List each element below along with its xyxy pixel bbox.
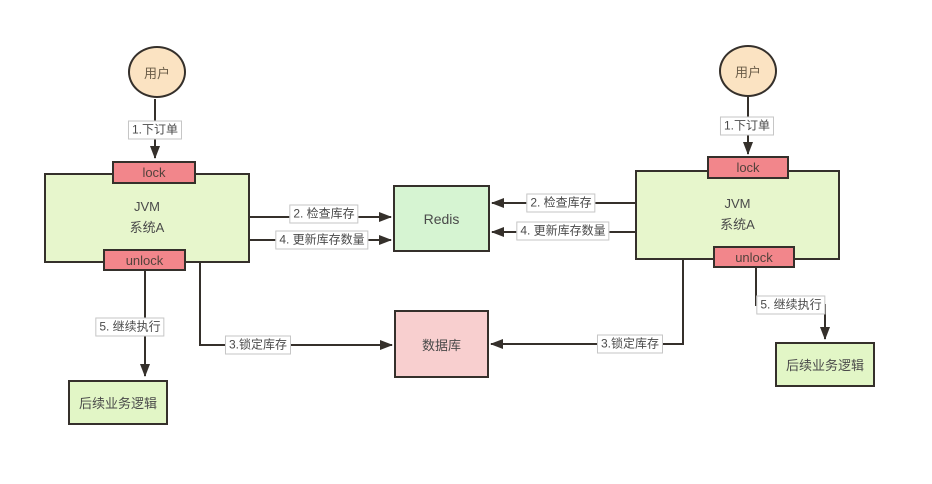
user-node-right: 用户: [719, 45, 777, 97]
edge-label-continue-right: 5. 继续执行: [756, 295, 826, 315]
jvm-title-left: JVM: [134, 199, 160, 215]
redis-node: Redis: [393, 185, 490, 252]
logic-node-left: 后续业务逻辑: [68, 380, 168, 425]
edge-lock-stock-right: [490, 260, 684, 349]
database-node: 数据库: [394, 310, 489, 378]
logic-node-right: 后续业务逻辑: [775, 342, 875, 387]
edge-label-lock-stock-right: 3.锁定库存: [596, 334, 664, 354]
unlock-tag-right: unlock: [713, 246, 795, 268]
edge-label-continue-left: 5. 继续执行: [95, 317, 165, 337]
lock-tag-left: lock: [112, 161, 196, 184]
edge-label-lock-stock-left: 3.锁定库存: [224, 335, 292, 355]
jvm-subtitle-right: 系统A: [720, 217, 755, 232]
edge-label-update-right: 4. 更新库存数量: [516, 221, 610, 241]
edge-label-check-left: 2. 检查库存: [289, 204, 359, 224]
lock-tag-right: lock: [707, 156, 789, 179]
unlock-tag-left: unlock: [103, 249, 186, 271]
jvm-title-right: JVM: [724, 196, 751, 212]
edge-label-order-right: 1.下订单: [719, 116, 775, 136]
edge-label-update-left: 4. 更新库存数量: [275, 230, 369, 250]
edge-label-check-right: 2. 检查库存: [526, 193, 596, 213]
edge-lock-stock-left: [199, 263, 393, 350]
edge-label-order-left: 1.下订单: [127, 120, 183, 140]
user-node-left: 用户: [128, 46, 186, 98]
jvm-subtitle-left: 系统A: [129, 220, 165, 235]
